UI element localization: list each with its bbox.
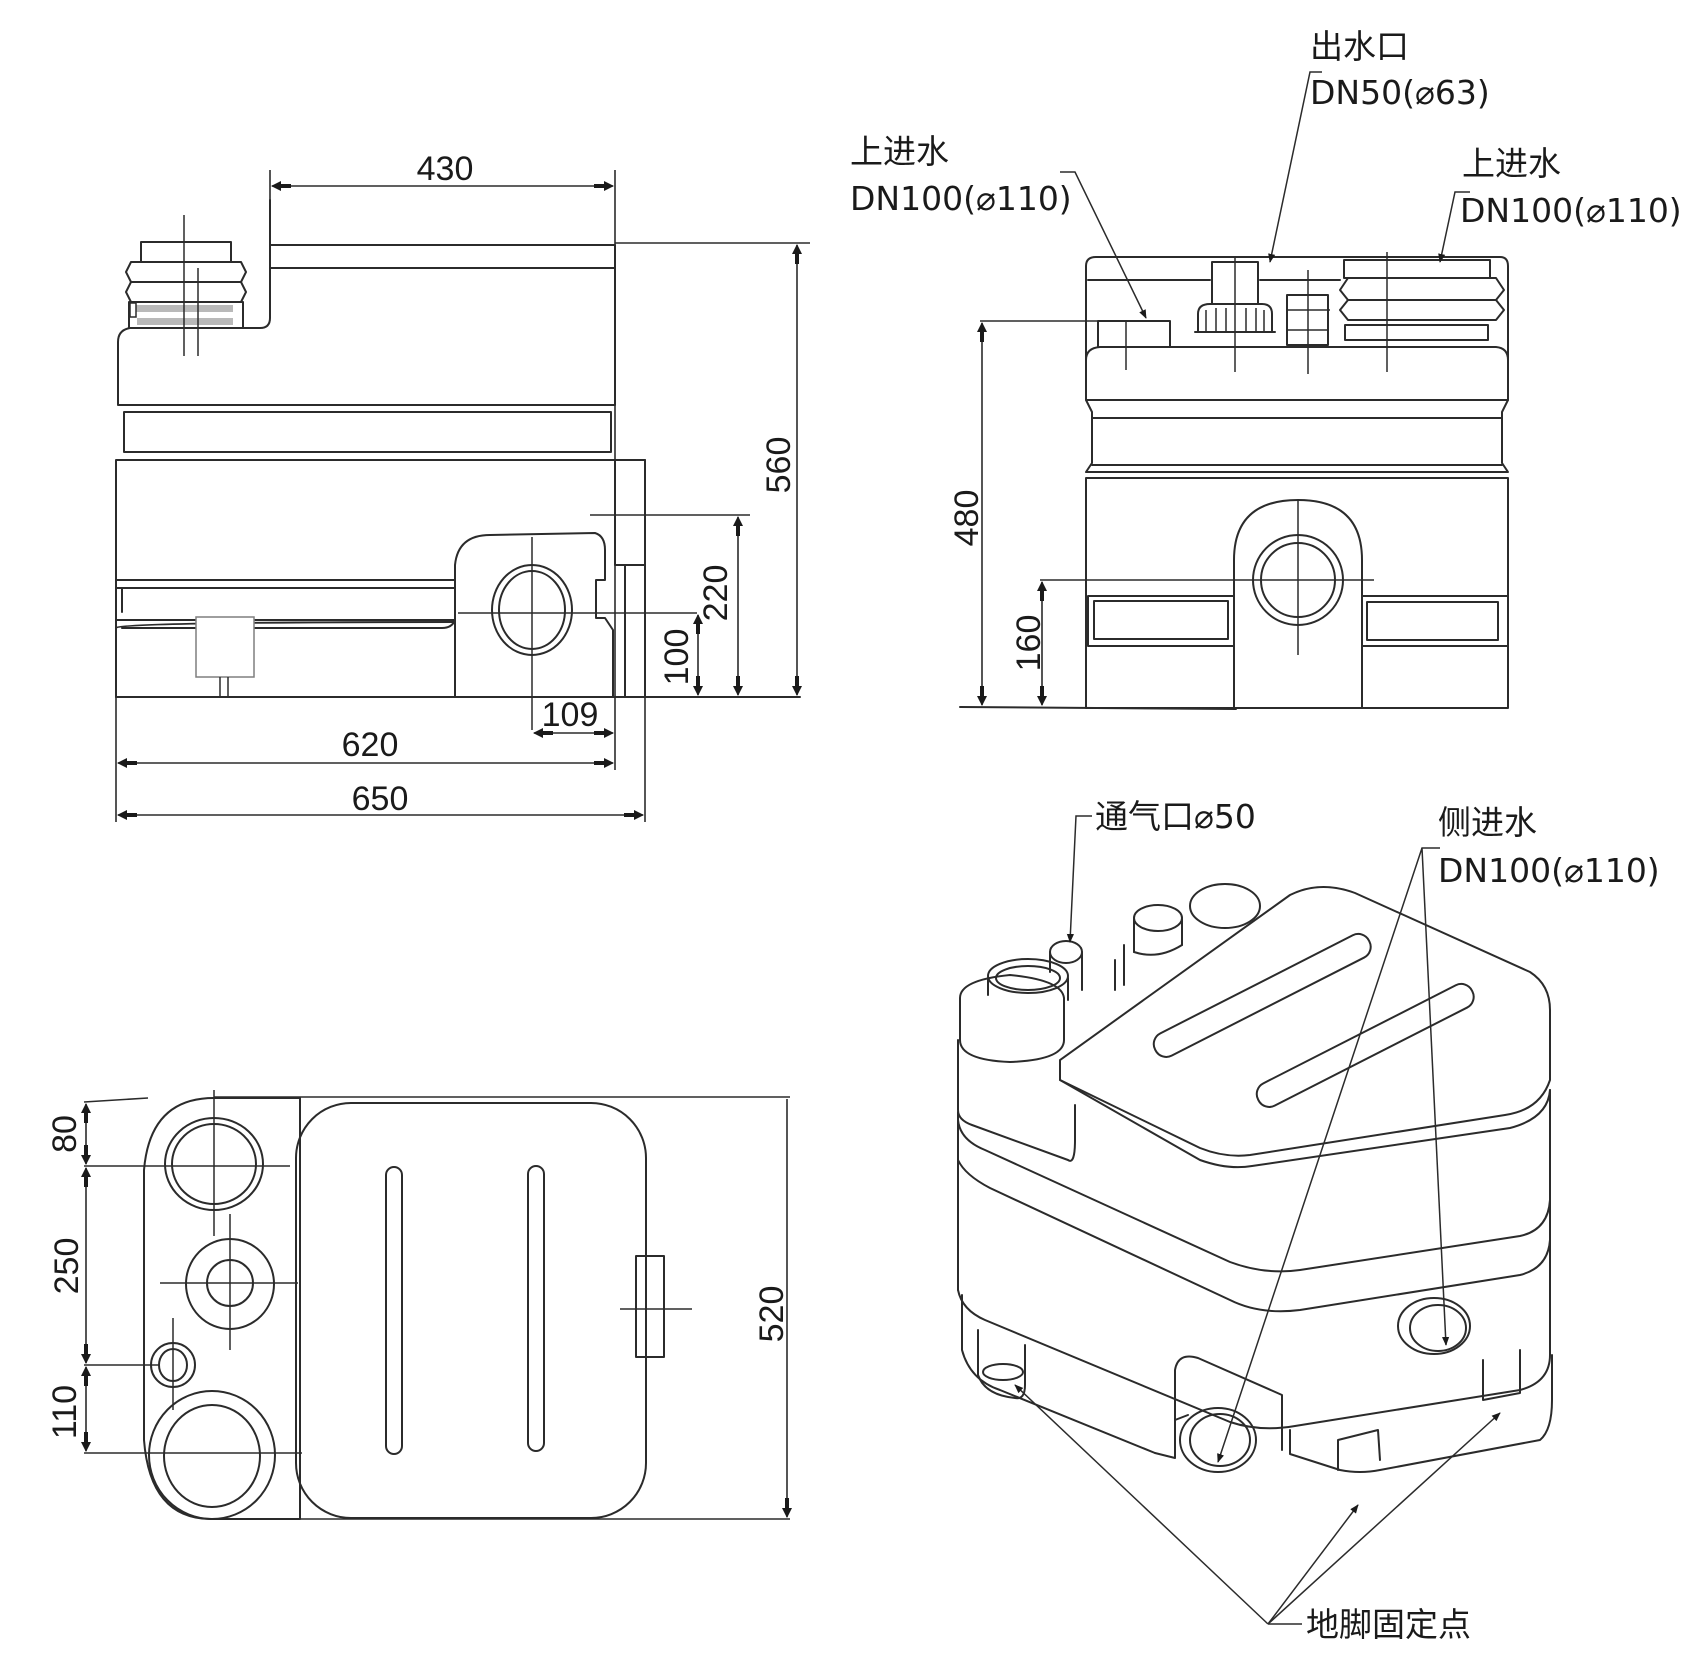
front-vent: [1286, 270, 1330, 374]
dim-250: 250: [48, 1238, 86, 1295]
dim-109: 109: [542, 696, 599, 734]
top-inlet-left-name: 上进水: [850, 132, 949, 171]
top-outlet-medium: [160, 1214, 298, 1350]
top-tank-outline: [295, 1102, 647, 1519]
dim-520: 520: [753, 1286, 791, 1343]
front-right-bellows: [1339, 252, 1505, 372]
top-left-column: [143, 1097, 301, 1520]
vent-leader: [1066, 815, 1092, 943]
iso-base: [957, 1289, 1551, 1430]
dim-480: 480: [948, 490, 986, 547]
top-vent-small: [84, 1318, 196, 1410]
front-top-housing: [1085, 256, 1509, 401]
iso-lid: [1059, 885, 1551, 1157]
side-bellows-inlet: [125, 215, 247, 356]
outlet-leader: [1268, 71, 1322, 263]
outlet-label-spec: DN50(⌀63): [1310, 73, 1490, 112]
dim-160: 160: [1010, 615, 1048, 672]
iso-foot-right: [1482, 1349, 1521, 1401]
side-mid-band: [123, 411, 612, 453]
iso-body-upper: [957, 1039, 1076, 1162]
top-inlet-large-lower: [84, 1390, 302, 1520]
dim-620: 620: [342, 726, 399, 764]
side-foot: [195, 616, 255, 678]
front-view: 480 160 出水口 DN50(⌀63) 上进水 DN100(⌀110) 上进…: [850, 27, 1682, 710]
vent-label: 通气口⌀50: [1095, 797, 1256, 836]
iso-vent-pipe: [1049, 940, 1083, 991]
dim-430: 430: [417, 150, 474, 188]
dim-560: 560: [760, 437, 798, 494]
dim-80: 80: [46, 1115, 84, 1153]
top-inlet-large-upper: [84, 1090, 290, 1236]
front-right-skid: [1361, 595, 1509, 647]
top-inlet-left-leader: [1060, 171, 1147, 319]
front-lower-body: [1085, 477, 1509, 709]
top-view: 80 250 110 520: [46, 1090, 792, 1520]
iso-outlet-pipe: [1114, 883, 1261, 991]
iso-lid-slot-1: [1152, 932, 1372, 1058]
top-inlet-right-leader: [1438, 191, 1470, 263]
front-outlet-pipe: [1194, 258, 1276, 372]
iso-inlet-pipe: [959, 958, 1069, 1063]
side-inlet-leader-right: [1421, 847, 1450, 1346]
side-lower-body: [115, 459, 626, 698]
top-slot-left: [385, 1166, 403, 1455]
dim-220: 220: [697, 565, 735, 622]
top-inlet-left-spec: DN100(⌀110): [850, 179, 1072, 218]
top-side-outlet: [635, 1255, 665, 1358]
iso-lid-slot-2: [1255, 982, 1475, 1108]
dim-110: 110: [46, 1385, 84, 1439]
front-left-inlet: [1097, 320, 1171, 348]
front-left-skid: [1087, 595, 1235, 647]
side-inlet-name: 侧进水: [1438, 803, 1537, 842]
iso-side-inlet-right: [1397, 1297, 1471, 1355]
iso-side-inlet-front: [1174, 1355, 1283, 1473]
side-inlet-spec: DN100(⌀110): [1438, 851, 1660, 890]
top-slot-right: [527, 1165, 545, 1452]
iso-foot-front: [1337, 1429, 1381, 1471]
dim-650: 650: [352, 780, 409, 818]
anchor-points-label: 地脚固定点: [1306, 1605, 1471, 1644]
side-view: 430 560 220 100 109 620 650: [115, 150, 810, 822]
front-mid-band: [1085, 399, 1509, 473]
outlet-label-name: 出水口: [1310, 27, 1409, 66]
dim-100: 100: [658, 629, 696, 686]
iso-view: 通气口⌀50 侧进水 DN100(⌀110) 地脚固定点: [957, 797, 1660, 1644]
top-inlet-right-spec: DN100(⌀110): [1460, 191, 1682, 230]
top-inlet-right-name: 上进水: [1462, 144, 1561, 183]
iso-foot-left: [977, 1329, 1026, 1400]
anchor-leaders: [1014, 1384, 1501, 1625]
side-outlet-housing: [454, 532, 614, 698]
